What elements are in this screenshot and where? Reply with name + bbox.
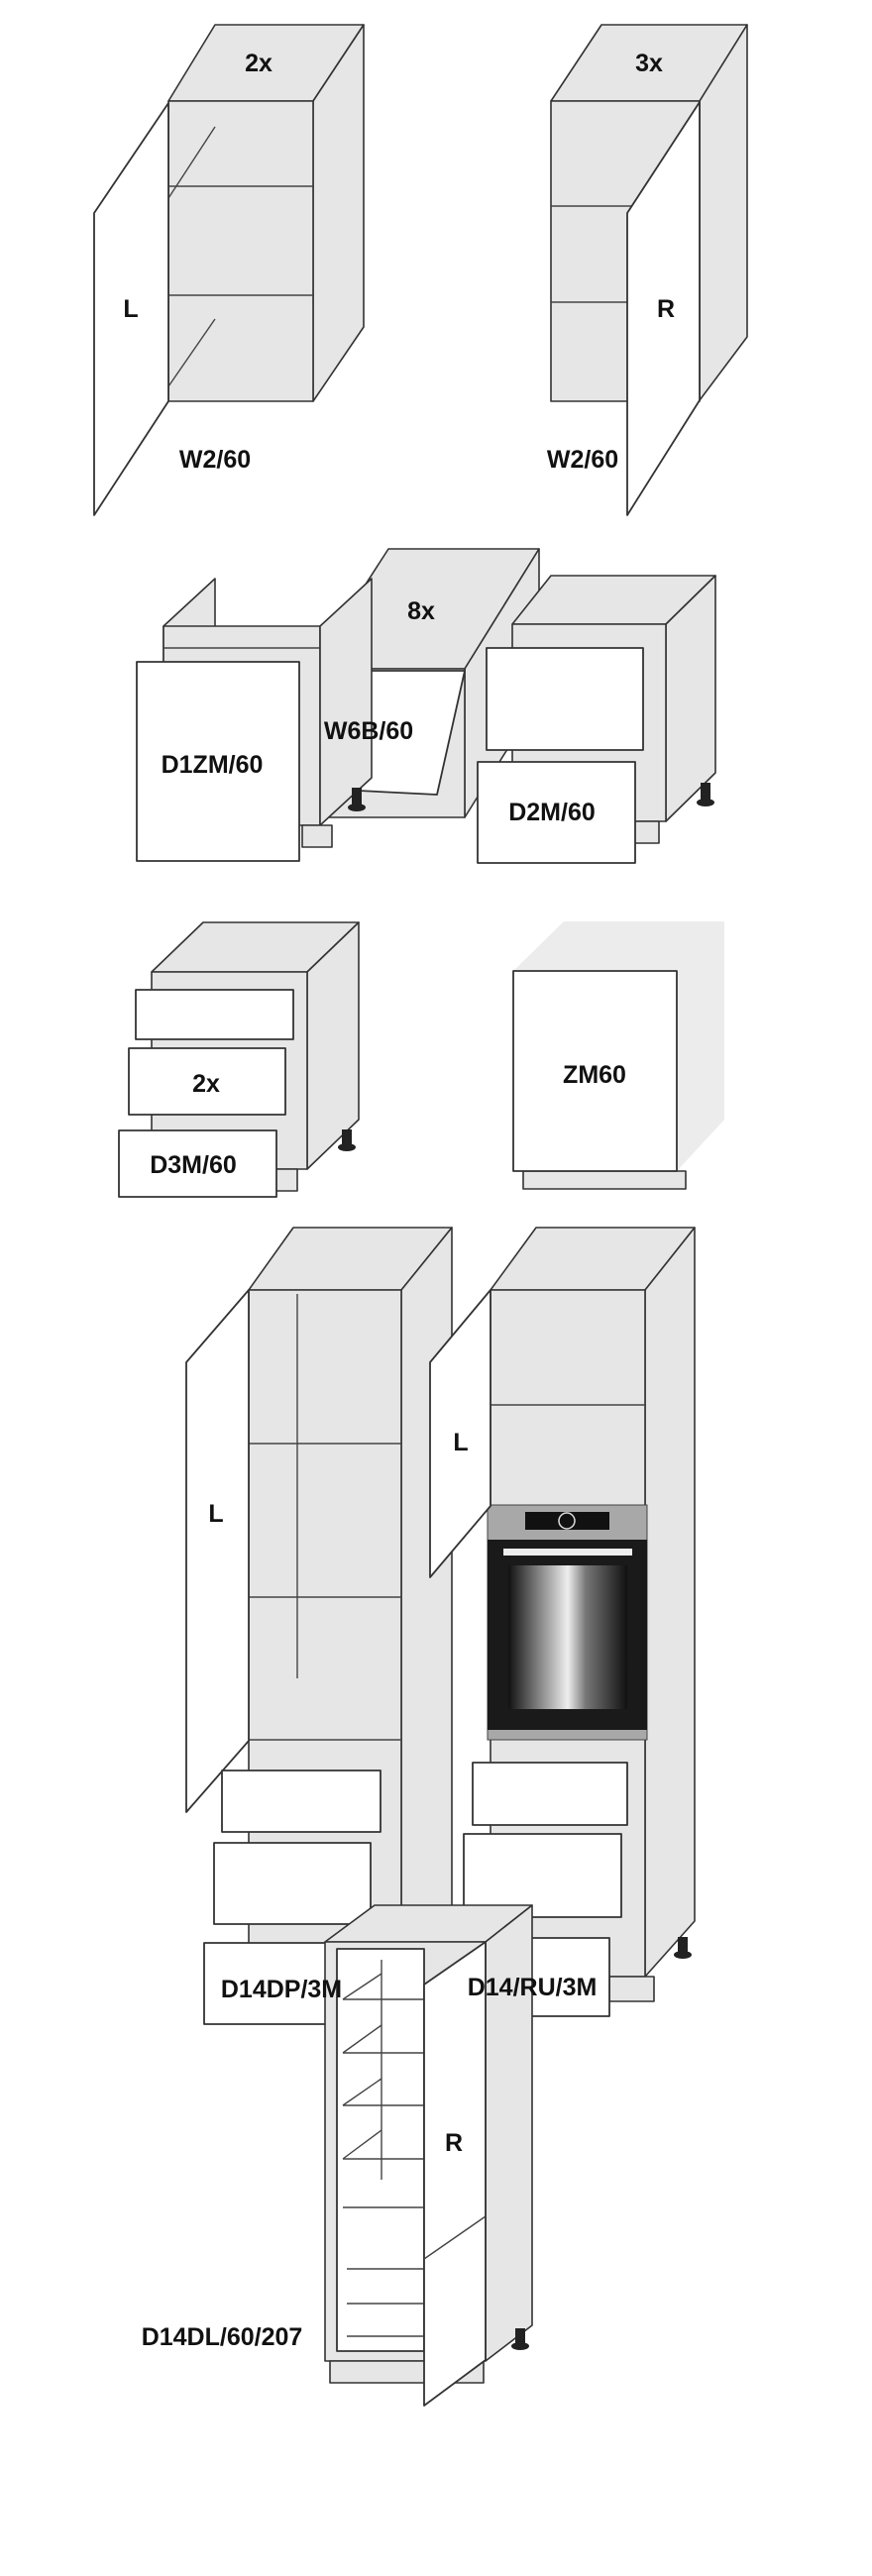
qty-label: 2x bbox=[245, 50, 272, 77]
drawer-2 bbox=[128, 1047, 286, 1116]
door-front bbox=[512, 970, 678, 1172]
drawer-1 bbox=[135, 989, 294, 1040]
cabinet-d1zm-60 bbox=[136, 578, 373, 862]
cabinet-code: W2/60 bbox=[178, 446, 252, 474]
cabinet-code: D14DP/3M bbox=[220, 1976, 343, 2003]
hinge-label: L bbox=[123, 295, 139, 323]
drawer-2 bbox=[463, 1833, 622, 1918]
qty-label: 8x bbox=[407, 597, 435, 625]
fridge-niche bbox=[336, 1948, 425, 2352]
qty-label: 3x bbox=[635, 50, 663, 77]
cabinet-d14-ru-3m bbox=[429, 1227, 696, 2017]
hinge-label: L bbox=[453, 1429, 469, 1456]
cabinet-code: D3M/60 bbox=[150, 1151, 237, 1179]
cabinet-code: ZM60 bbox=[563, 1061, 626, 1089]
hinge-label: L bbox=[208, 1500, 224, 1528]
qty-label: 2x bbox=[192, 1070, 220, 1098]
drawer-1 bbox=[221, 1770, 382, 1833]
cabinet-code: D1ZM/60 bbox=[161, 751, 264, 779]
hinge-label: R bbox=[656, 295, 676, 323]
drawer-top bbox=[486, 647, 644, 751]
cabinet-d3m-60 bbox=[118, 921, 360, 1198]
drawer-3 bbox=[118, 1129, 277, 1198]
door-left bbox=[429, 1289, 491, 1578]
cabinet-code: D14/RU/3M bbox=[467, 1974, 598, 2001]
door-right bbox=[423, 1941, 487, 2407]
drawer-2 bbox=[213, 1842, 372, 1925]
hinge-label: R bbox=[444, 2129, 464, 2157]
drawer-1 bbox=[472, 1762, 628, 1826]
drawer-front bbox=[136, 661, 300, 862]
door-right bbox=[626, 101, 701, 516]
cabinet-code: W2/60 bbox=[546, 446, 619, 474]
cabinet-d14dl-60-207 bbox=[324, 1904, 533, 2407]
cabinet-zm60 bbox=[512, 921, 724, 1190]
oven-icon bbox=[487, 1504, 648, 1741]
cabinet-w2-60-left bbox=[93, 24, 365, 516]
wire-shelves bbox=[342, 1960, 424, 2337]
cabinet-code: D2M/60 bbox=[508, 799, 596, 826]
cabinet-d2m-60 bbox=[477, 575, 716, 864]
door-left bbox=[185, 1289, 250, 1813]
door-left bbox=[93, 102, 169, 516]
cabinet-w2-60-right bbox=[550, 24, 748, 516]
cabinet-code: D14DL/60/207 bbox=[141, 2323, 303, 2351]
cabinet-code: W6B/60 bbox=[323, 717, 414, 745]
drawer-bottom bbox=[477, 761, 636, 864]
